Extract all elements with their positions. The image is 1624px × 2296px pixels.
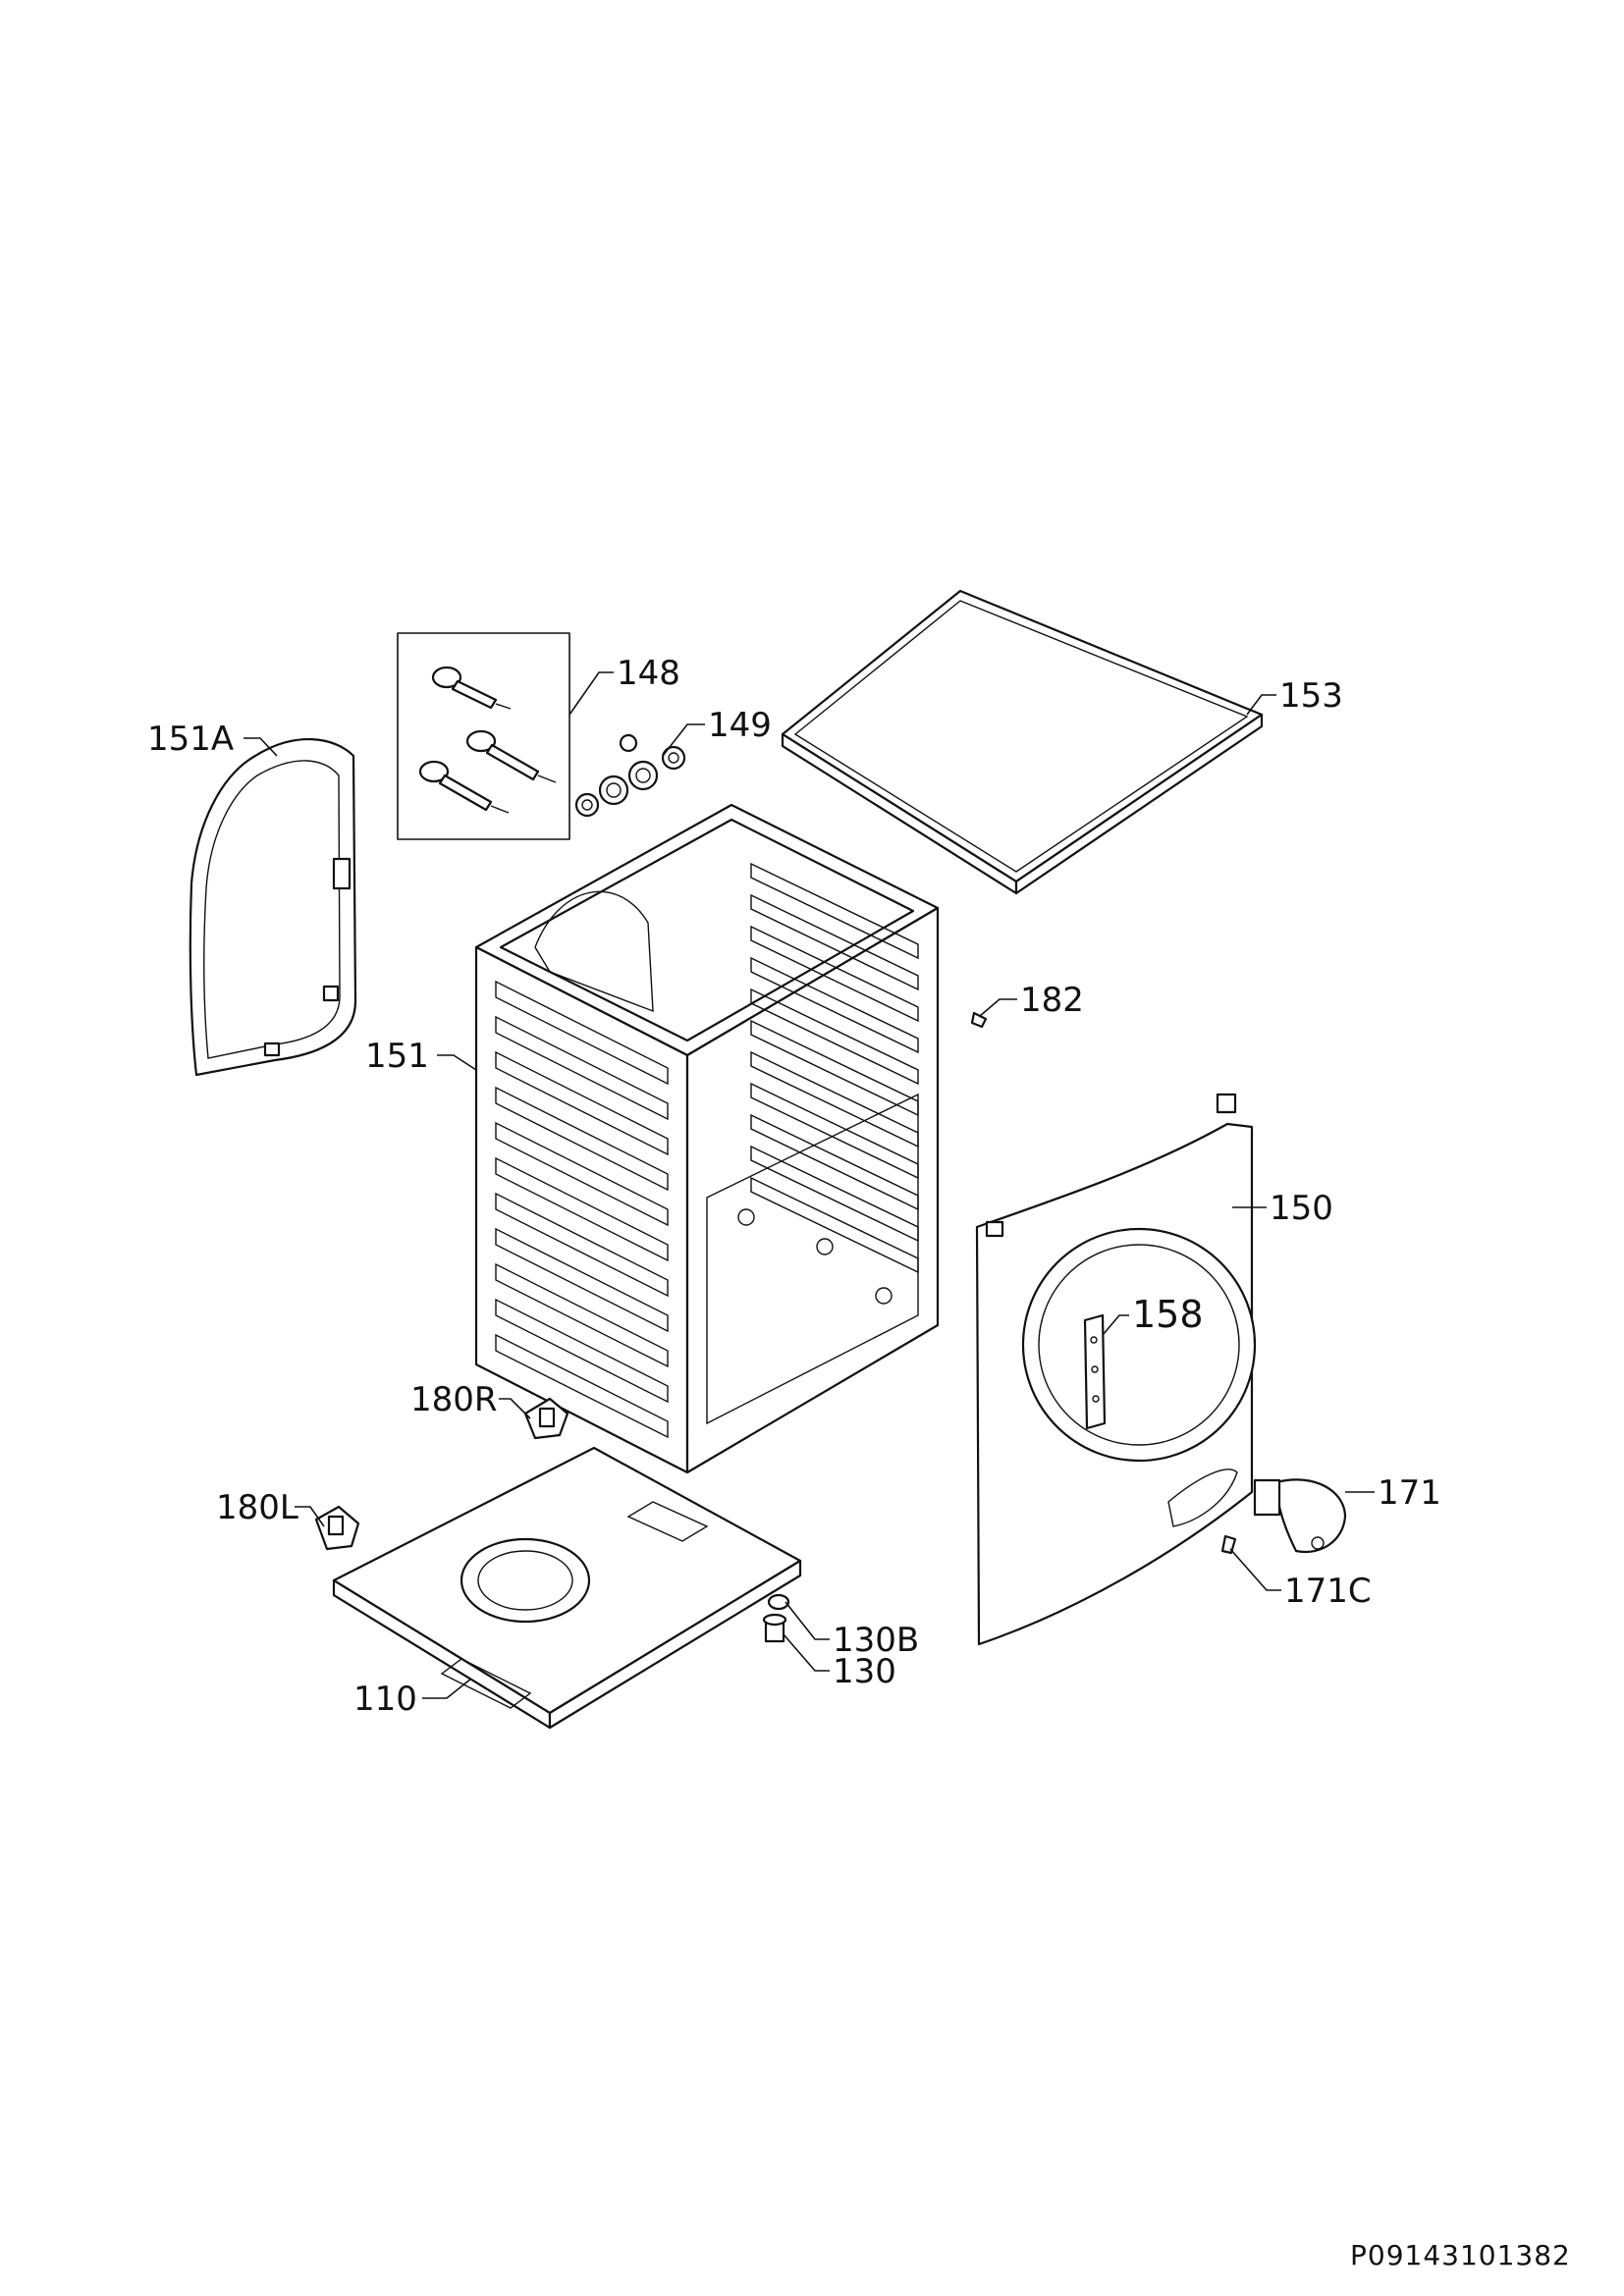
- label-182: 182: [1020, 981, 1084, 1020]
- side-rib: [495, 1262, 669, 1368]
- rear-rib: [750, 893, 919, 991]
- leader-lines: [244, 671, 1375, 1699]
- part-158-bracket: [1083, 1313, 1107, 1430]
- screw-1: [431, 666, 512, 710]
- side-rib: [495, 1086, 669, 1192]
- side-rib: [495, 1192, 669, 1298]
- side-rib: [495, 1050, 669, 1156]
- label-148: 148: [617, 654, 680, 693]
- part-150-front-panel: [975, 1093, 1257, 1646]
- label-149: 149: [708, 706, 772, 745]
- label-110: 110: [353, 1680, 417, 1719]
- part-130-valve: [762, 1613, 787, 1643]
- part-171C-screw: [1220, 1534, 1237, 1555]
- part-153-top-panel: [781, 589, 1264, 895]
- part-149-caps: [574, 733, 686, 818]
- label-130B: 130B: [833, 1621, 919, 1660]
- part-182-screw: [970, 1011, 988, 1029]
- label-158: 158: [1132, 1293, 1204, 1336]
- rear-rib: [750, 988, 919, 1086]
- label-153: 153: [1279, 676, 1343, 716]
- side-rib: [495, 1121, 669, 1227]
- side-rib: [495, 1227, 669, 1333]
- label-150: 150: [1270, 1189, 1333, 1228]
- rear-rib: [750, 956, 919, 1054]
- part-110-base-plate: [332, 1446, 802, 1730]
- rear-rib: [750, 925, 919, 1023]
- side-rib: [495, 1298, 669, 1404]
- screw-2: [465, 729, 557, 783]
- part-130B-nut: [767, 1593, 790, 1611]
- label-180R: 180R: [410, 1380, 498, 1419]
- side-rib: [495, 1015, 669, 1121]
- screw-3: [418, 760, 510, 814]
- side-rib: [495, 1156, 669, 1262]
- label-130: 130: [833, 1652, 896, 1691]
- callout-labels: 148 149 153 151A 151 182 150 158 180R 18…: [147, 654, 1441, 1719]
- part-180R-foot: [523, 1397, 569, 1440]
- label-171C: 171C: [1284, 1572, 1372, 1611]
- label-180L: 180L: [216, 1488, 298, 1527]
- label-151A: 151A: [147, 720, 234, 759]
- part-180L-foot: [314, 1505, 360, 1551]
- label-151: 151: [365, 1037, 429, 1076]
- label-171: 171: [1378, 1473, 1441, 1513]
- part-148-screw-kit: [397, 632, 570, 840]
- cabinet-side-ribs: [495, 980, 669, 1439]
- part-171-door-lock: [1253, 1478, 1347, 1554]
- side-rib: [495, 980, 669, 1086]
- rear-rib: [750, 862, 919, 960]
- part-151A-door-seal: [189, 737, 357, 1077]
- part-151-cabinet: [474, 803, 940, 1474]
- document-id: P09143101382: [1350, 2239, 1571, 2271]
- side-rib: [495, 1333, 669, 1439]
